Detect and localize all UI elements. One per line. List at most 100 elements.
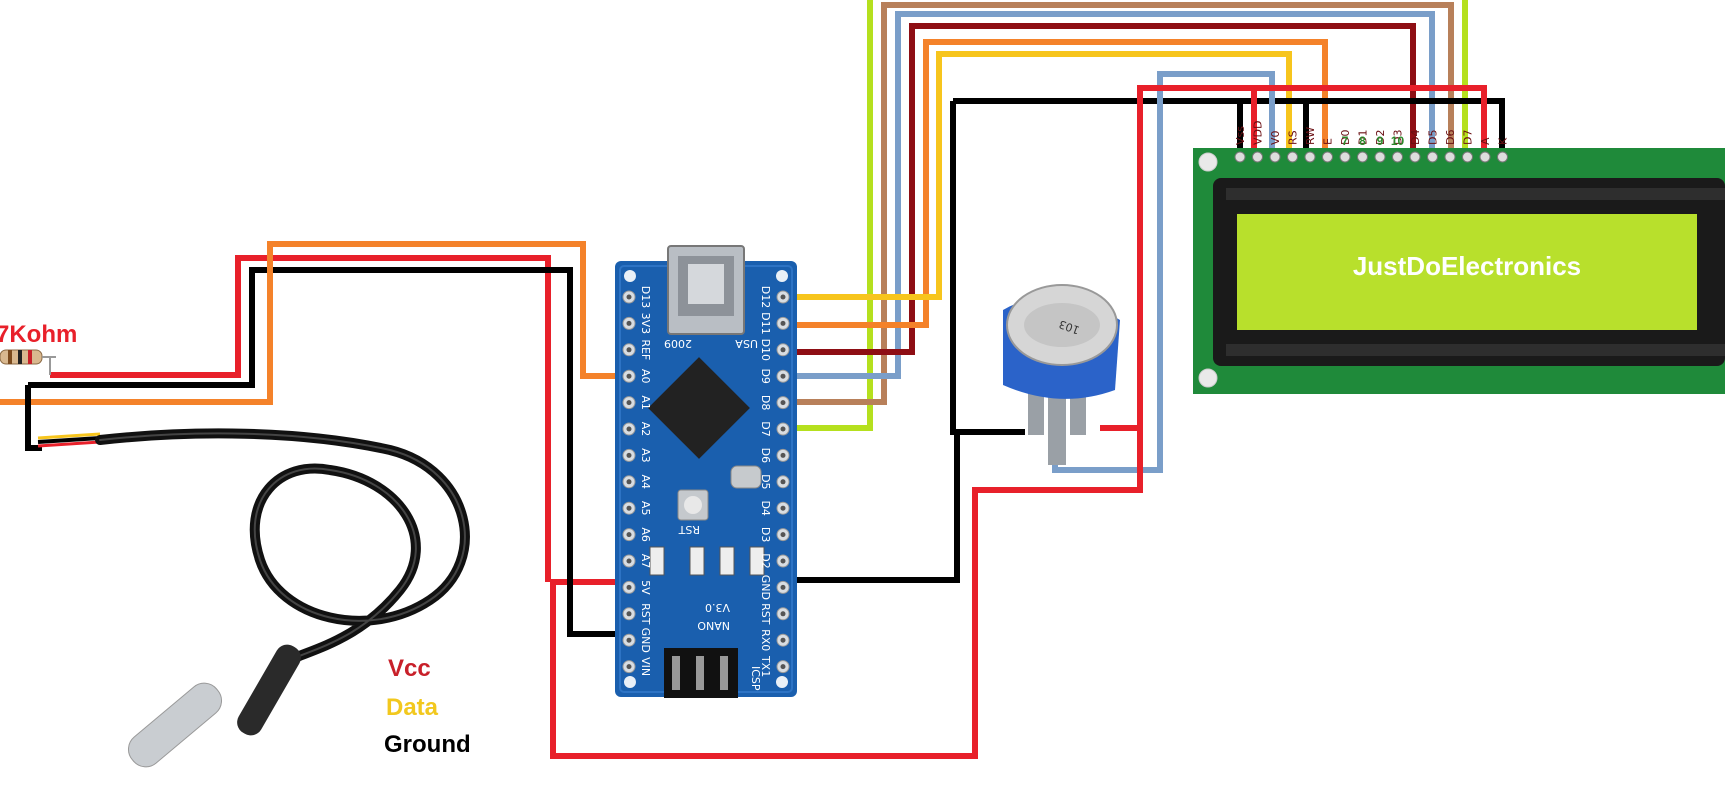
lcd-pin-pad[interactable] bbox=[1322, 151, 1333, 163]
nano-right-pin-center bbox=[780, 558, 786, 564]
lcd-pin-pad[interactable] bbox=[1374, 151, 1386, 163]
lcd-pin-pad[interactable] bbox=[1444, 151, 1456, 163]
lcd-pin-pad[interactable] bbox=[1392, 151, 1403, 163]
wire-black-lcd-gnd bbox=[1237, 98, 1505, 150]
nano-left-pin-label: A0 bbox=[639, 369, 652, 384]
lcd-pin-number: 9 bbox=[1377, 134, 1384, 148]
lcd-pin-label: D4 bbox=[1409, 130, 1422, 145]
lcd-pin-pad[interactable] bbox=[1234, 151, 1246, 163]
nano-left-pin-label: D13 bbox=[639, 286, 652, 308]
nano-icsp-text: ICSP bbox=[749, 666, 762, 691]
nano-left-pin-center bbox=[626, 452, 632, 458]
lcd-pin-pad[interactable] bbox=[1339, 151, 1351, 163]
lcd-pin-pad[interactable] bbox=[1287, 151, 1298, 163]
nano-right-pin-label: D2 bbox=[759, 553, 772, 568]
nano-left-pin-label: RST bbox=[639, 603, 652, 625]
nano-left-pin-center bbox=[626, 532, 632, 538]
nano-reset-text: RST bbox=[678, 523, 700, 536]
lcd-pin-pad[interactable] bbox=[1409, 151, 1421, 163]
nano-right-pin-label: D10 bbox=[759, 339, 772, 361]
lcd-screen bbox=[1237, 214, 1697, 330]
lcd-pin-pad[interactable] bbox=[1497, 151, 1508, 163]
nano-right-pin-center bbox=[780, 479, 786, 485]
lcd-pin-label: V0 bbox=[1269, 130, 1282, 145]
nano-right-pin-label: TX1 bbox=[759, 655, 772, 677]
nano-left-pin-label: 3V3 bbox=[639, 313, 652, 335]
wire-brown-d8-lcd-d6 bbox=[712, 2, 1454, 405]
nano-right-pin-label: D12 bbox=[759, 286, 772, 308]
nano-left-pin-center bbox=[626, 584, 632, 590]
nano-left-pin-center bbox=[626, 505, 632, 511]
potentiometer: 103 bbox=[1003, 284, 1120, 465]
wire-black-sensor-gnd bbox=[28, 267, 626, 637]
lcd-pin-pad[interactable] bbox=[1427, 151, 1438, 163]
nano-left-pin-label: 5V bbox=[639, 580, 652, 595]
probe-sleeve bbox=[237, 644, 301, 736]
nano-right-pin-center bbox=[780, 505, 786, 511]
nano-right-pin-center bbox=[780, 637, 786, 643]
nano-right-pin-center bbox=[780, 611, 786, 617]
lcd-pin-pad[interactable] bbox=[1357, 151, 1368, 163]
wire-orange-d11-lcd-e bbox=[712, 39, 1328, 328]
lcd-pin-pad[interactable] bbox=[1479, 151, 1491, 163]
lcd-pin-label: RS bbox=[1287, 130, 1300, 145]
lcd-pin-label: Vss bbox=[1234, 126, 1247, 145]
probe-tip bbox=[127, 682, 223, 768]
nano-right-pin-center bbox=[780, 294, 786, 300]
wire-black-arduino-gnd bbox=[778, 432, 960, 583]
nano-left-pin-center bbox=[626, 637, 632, 643]
legend-data: Data bbox=[386, 694, 439, 721]
nano-left-pin-label: GND bbox=[639, 628, 652, 653]
nano-left-pin-center bbox=[626, 664, 632, 670]
nano-right-pin-center bbox=[780, 532, 786, 538]
nano-right-pin-center bbox=[780, 347, 786, 353]
lcd-pin-label: D2 bbox=[1374, 130, 1387, 145]
nano-left-pin-center bbox=[626, 400, 632, 406]
nano-left-pin-label: A4 bbox=[639, 475, 652, 490]
nano-left-pin-label: REF bbox=[639, 339, 652, 360]
nano-left-pin-center bbox=[626, 373, 632, 379]
nano-right-pin-label: RX0 bbox=[759, 629, 772, 651]
lcd-pin-pad[interactable] bbox=[1462, 151, 1473, 163]
temperature-probe bbox=[37, 428, 470, 768]
nano-left-pin-label: A1 bbox=[639, 395, 652, 410]
nano-left-pin-center bbox=[626, 611, 632, 617]
nano-left-pin-label: A3 bbox=[639, 448, 652, 463]
legend-vcc: Vcc bbox=[388, 655, 431, 682]
nano-board bbox=[615, 261, 797, 697]
nano-version-text: V3.0 bbox=[705, 601, 730, 614]
nano-model-text: NANO bbox=[697, 619, 730, 632]
nano-left-pin-center bbox=[626, 320, 632, 326]
nano-left-pin-center bbox=[626, 426, 632, 432]
wire-black-left-stub bbox=[25, 385, 42, 451]
lcd-pin-label: D7 bbox=[1462, 130, 1475, 145]
resistor: 7Kohm bbox=[0, 321, 77, 375]
lcd-pin-label: K bbox=[1497, 137, 1510, 145]
wire-black-pot-gnd bbox=[950, 101, 1025, 435]
lcd-pin-pad[interactable] bbox=[1304, 151, 1316, 163]
lcd-pin-pad[interactable] bbox=[1269, 151, 1281, 163]
wire-orange-sensor-data bbox=[0, 241, 626, 405]
lcd-pin-label: D3 bbox=[1392, 130, 1405, 145]
nano-right-pin-center bbox=[780, 426, 786, 432]
lcd-pin-number: 7 bbox=[1342, 134, 1349, 148]
nano-right-pin-label: D9 bbox=[759, 368, 772, 383]
nano-left-pin-label: A6 bbox=[639, 527, 652, 542]
lcd-pin-label: D0 bbox=[1339, 130, 1352, 145]
nano-right-pin-label: RST bbox=[759, 603, 772, 625]
resistor-label: 7Kohm bbox=[0, 321, 77, 348]
nano-right-pin-label: D5 bbox=[759, 474, 772, 489]
nano-right-pin-label: D8 bbox=[759, 395, 772, 410]
nano-right-pin-label: D11 bbox=[759, 312, 772, 334]
nano-year-text: 2009 bbox=[664, 337, 692, 350]
nano-usa-text: USA bbox=[735, 337, 758, 350]
nano-right-pin-label: D3 bbox=[759, 527, 772, 542]
nano-left-pin-center bbox=[626, 558, 632, 564]
lcd-pin-label: D5 bbox=[1427, 130, 1440, 145]
lcd-pin-pad[interactable] bbox=[1252, 151, 1263, 163]
